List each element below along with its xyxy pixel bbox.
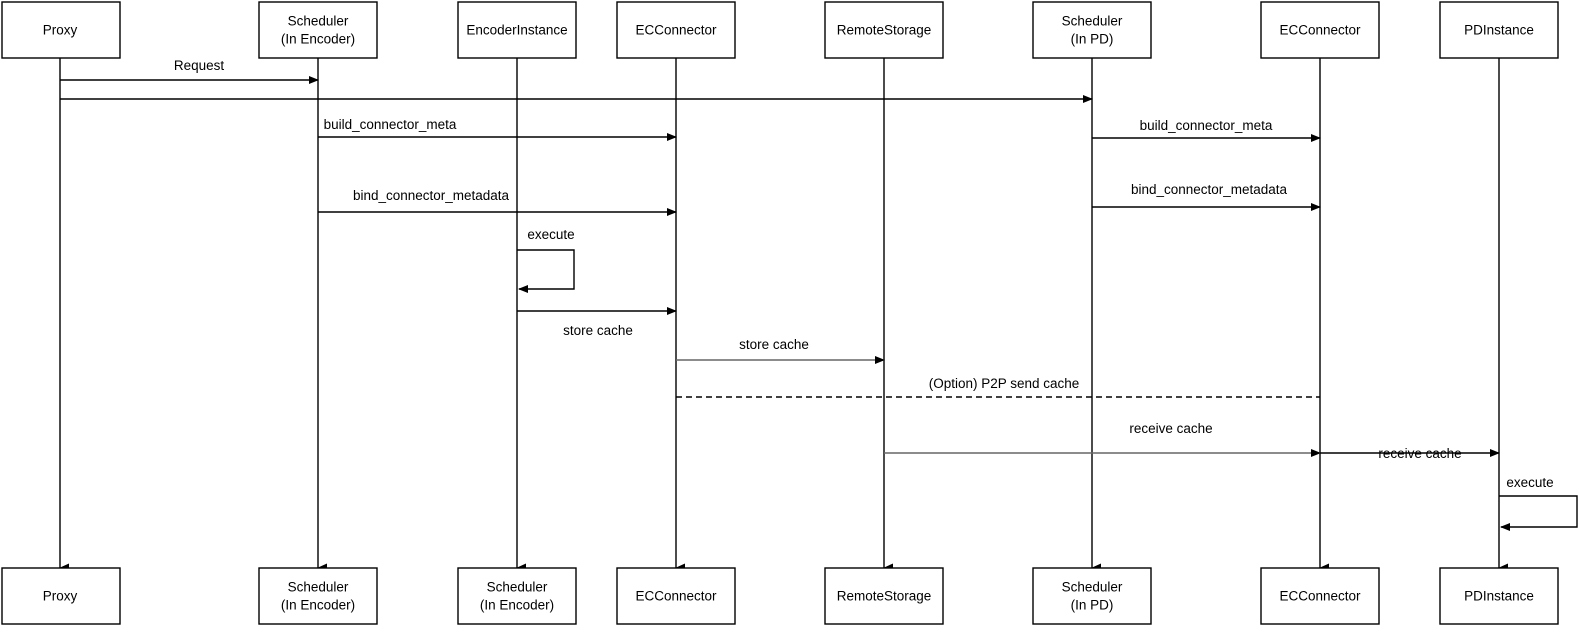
participant-box-bottom-remote[interactable]: RemoteStorage xyxy=(824,567,944,625)
participant-box-top-rect xyxy=(1032,1,1152,59)
participant-box-bottom-label-line1: Scheduler xyxy=(288,580,349,595)
participant-box-top-rect xyxy=(1260,1,1380,59)
participant-box-bottom-pd_inst[interactable]: PDInstance xyxy=(1439,567,1559,625)
lifelines-group xyxy=(59,58,1508,573)
participant-box-top-sched_pd[interactable]: Scheduler (In PD) xyxy=(1032,1,1152,59)
message-m7[interactable]: store cache xyxy=(517,307,677,338)
participant-box-bottom-label: Proxy xyxy=(43,589,78,604)
participant-box-top-encoder_inst[interactable]: EncoderInstance xyxy=(457,1,577,59)
participant-box-top-rect xyxy=(1439,1,1559,59)
participant-box-bottom-rect xyxy=(1,567,121,625)
message-label: Request xyxy=(174,58,225,73)
participant-box-top-proxy[interactable]: Proxy xyxy=(1,1,121,59)
participant-box-bottom-label: RemoteStorage xyxy=(837,589,932,604)
bottom-participant-boxes: Proxy Scheduler (In Encoder) Scheduler (In E… xyxy=(1,567,1559,625)
participant-box-top-rect xyxy=(457,1,577,59)
message-label: build_connector_meta xyxy=(324,117,457,132)
top-participant-boxes: Proxy Scheduler (In Encoder) EncoderInstanc… xyxy=(1,1,1559,59)
message-label: bind_connector_metadata xyxy=(353,188,510,203)
message-m3[interactable]: build_connector_meta xyxy=(318,117,677,141)
message-label: receive cache xyxy=(1378,446,1461,461)
participant-box-top-rect xyxy=(1,1,121,59)
message-label: (Option) P2P send cache xyxy=(929,376,1080,391)
participant-box-top-label-line1: Scheduler xyxy=(1062,14,1123,29)
message-label: store cache xyxy=(739,337,809,352)
message-label: build_connector_meta xyxy=(1140,118,1273,133)
self-message-s2[interactable]: execute xyxy=(1499,475,1578,531)
self-message-label: execute xyxy=(1506,475,1553,490)
participant-box-bottom-rect xyxy=(1032,567,1152,625)
participant-box-bottom-encoder_inst[interactable]: Scheduler (In Encoder) xyxy=(457,567,577,625)
participant-box-bottom-label: ECConnector xyxy=(635,589,717,604)
participant-box-bottom-label-line2: (In PD) xyxy=(1071,598,1114,613)
participant-box-bottom-proxy[interactable]: Proxy xyxy=(1,567,121,625)
participant-box-bottom-label-line1: Scheduler xyxy=(487,580,548,595)
participant-box-bottom-label-line1: Scheduler xyxy=(1062,580,1123,595)
participant-box-bottom-rect xyxy=(824,567,944,625)
participant-box-top-sched_enc[interactable]: Scheduler (In Encoder) xyxy=(258,1,378,59)
message-m10[interactable]: receive cache xyxy=(884,421,1321,457)
participant-box-top-rect xyxy=(258,1,378,59)
self-message-path xyxy=(1499,495,1578,531)
participant-box-top-label: EncoderInstance xyxy=(466,23,567,38)
participant-box-bottom-label-line2: (In Encoder) xyxy=(281,598,355,613)
participant-box-bottom-label-line2: (In Encoder) xyxy=(480,598,554,613)
participant-box-top-label: ECConnector xyxy=(1279,23,1361,38)
message-m5[interactable]: bind_connector_metadata xyxy=(318,188,677,216)
message-m4[interactable]: build_connector_meta xyxy=(1092,118,1321,142)
participant-box-top-label: RemoteStorage xyxy=(837,23,932,38)
participant-box-top-label-line2: (In PD) xyxy=(1071,32,1114,47)
participant-box-top-label: Proxy xyxy=(43,23,78,38)
participant-box-bottom-rect xyxy=(457,567,577,625)
participant-box-top-pd_inst[interactable]: PDInstance xyxy=(1439,1,1559,59)
message-m11[interactable]: receive cache xyxy=(1320,446,1500,461)
self-message-s1[interactable]: execute xyxy=(517,227,575,293)
participant-box-top-ecconn_enc[interactable]: ECConnector xyxy=(616,1,736,59)
message-label: bind_connector_metadata xyxy=(1131,182,1288,197)
participant-box-top-rect xyxy=(616,1,736,59)
message-m6[interactable]: bind_connector_metadata xyxy=(1092,182,1321,211)
participant-box-top-label-line2: (In Encoder) xyxy=(281,32,355,47)
message-m8[interactable]: store cache xyxy=(676,337,885,364)
participant-box-top-ecconn_pd[interactable]: ECConnector xyxy=(1260,1,1380,59)
participant-box-top-label: PDInstance xyxy=(1464,23,1534,38)
participant-box-bottom-label: PDInstance xyxy=(1464,589,1534,604)
message-m9[interactable]: (Option) P2P send cache xyxy=(676,376,1320,398)
participant-box-bottom-label: ECConnector xyxy=(1279,589,1361,604)
message-m1[interactable]: Request xyxy=(60,58,319,84)
self-messages-group: execute execute xyxy=(517,227,1578,531)
participant-box-top-remote[interactable]: RemoteStorage xyxy=(824,1,944,59)
participant-box-bottom-ecconn_pd[interactable]: ECConnector xyxy=(1260,567,1380,625)
self-message-label: execute xyxy=(527,227,574,242)
self-message-path xyxy=(517,249,575,293)
participant-box-bottom-sched_pd[interactable]: Scheduler (In PD) xyxy=(1032,567,1152,625)
participant-box-bottom-rect xyxy=(1260,567,1380,625)
participant-box-bottom-rect xyxy=(258,567,378,625)
participant-box-top-rect xyxy=(824,1,944,59)
messages-group: Request build_connector_meta build_connect… xyxy=(60,58,1500,461)
participant-box-bottom-sched_enc[interactable]: Scheduler (In Encoder) xyxy=(258,567,378,625)
message-label: store cache xyxy=(563,323,633,338)
participant-box-bottom-rect xyxy=(616,567,736,625)
participant-box-bottom-ecconn_enc[interactable]: ECConnector xyxy=(616,567,736,625)
participant-box-top-label: ECConnector xyxy=(635,23,717,38)
participant-box-bottom-rect xyxy=(1439,567,1559,625)
participant-box-top-label-line1: Scheduler xyxy=(288,14,349,29)
message-label: receive cache xyxy=(1129,421,1212,436)
